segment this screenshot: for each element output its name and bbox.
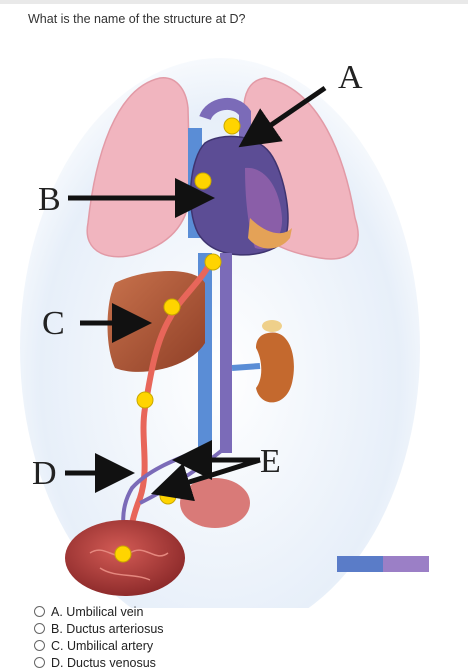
label-d: D xyxy=(32,455,57,492)
legend-bar-blue xyxy=(337,556,383,572)
marker-dot xyxy=(194,172,212,190)
left-lung xyxy=(86,77,191,258)
marker-dot xyxy=(204,253,222,271)
radio-button[interactable] xyxy=(34,657,45,668)
option-label: Umbilical artery xyxy=(66,638,154,653)
option-c[interactable]: C. Umbilical artery xyxy=(34,637,164,654)
marker-dot xyxy=(223,117,241,135)
option-b[interactable]: B. Ductus arteriosus xyxy=(34,620,164,637)
kidney xyxy=(256,332,294,403)
marker-dot xyxy=(163,298,181,316)
heart-fat xyxy=(248,218,292,249)
option-letter: D. xyxy=(51,655,64,670)
radio-button[interactable] xyxy=(34,606,45,617)
adrenal-gland xyxy=(262,320,282,332)
fetal-circulation-diagram: A B C D E xyxy=(20,48,440,608)
bladder xyxy=(180,478,250,528)
liver xyxy=(107,270,205,372)
option-letter: C. xyxy=(51,638,64,653)
descending-aorta xyxy=(220,253,232,453)
question-text: What is the name of the structure at D? xyxy=(28,12,246,26)
option-a[interactable]: A. Umbilical vein xyxy=(34,603,164,620)
radio-button[interactable] xyxy=(34,640,45,651)
label-b: B xyxy=(38,181,61,218)
renal-vessels xyxy=(231,363,261,371)
top-divider xyxy=(0,0,468,4)
label-e: E xyxy=(260,443,281,480)
radio-button[interactable] xyxy=(34,623,45,634)
arrow-a xyxy=(238,85,327,148)
option-label: Umbilical vein xyxy=(66,604,144,619)
marker-dot xyxy=(114,545,132,563)
option-label: Ductus venosus xyxy=(66,655,156,670)
marker-dot xyxy=(136,391,154,409)
option-label: Ductus arteriosus xyxy=(66,621,164,636)
answer-options: A. Umbilical vein B. Ductus arteriosus C… xyxy=(34,603,164,671)
marker-dot xyxy=(159,487,177,505)
label-c: C xyxy=(42,305,65,342)
option-letter: A. xyxy=(51,604,63,619)
legend-bar-purple xyxy=(383,556,429,572)
option-letter: B. xyxy=(51,621,63,636)
arrow-e-2 xyxy=(150,457,261,502)
option-d[interactable]: D. Ductus venosus xyxy=(34,654,164,671)
label-a: A xyxy=(338,59,363,96)
